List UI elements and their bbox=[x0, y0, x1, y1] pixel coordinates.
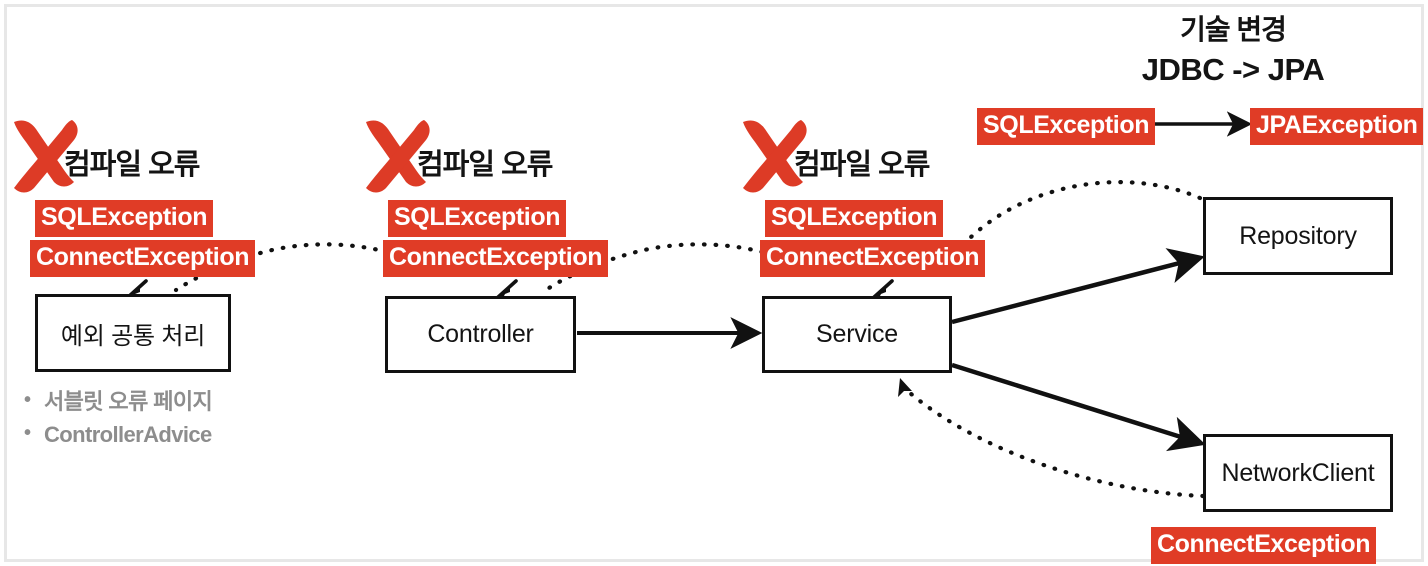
node-label: 예외 공통 처리 bbox=[60, 322, 206, 350]
node-label: Controller bbox=[427, 320, 534, 348]
chip-jpaexception-target: JPAException bbox=[1250, 108, 1424, 145]
tech-change-title-ko: 기술 변경 bbox=[1180, 14, 1287, 45]
chip-sqlexception-1: SQLException bbox=[35, 200, 214, 237]
compile-error-title-1: 컴파일 오류 bbox=[64, 149, 200, 181]
list-item: ControllerAdvice bbox=[24, 417, 212, 451]
chip-connectexception-3: ConnectException bbox=[760, 240, 986, 277]
node-controller[interactable]: Controller bbox=[385, 296, 576, 373]
node-service[interactable]: Service bbox=[762, 296, 952, 373]
node-network-client[interactable]: NetworkClient bbox=[1203, 434, 1393, 512]
chip-connectexception-2: ConnectException bbox=[383, 240, 609, 277]
node-label: Service bbox=[816, 320, 898, 348]
tech-change-title-en: JDBC -> JPA bbox=[1141, 52, 1325, 87]
list-item: 서블릿 오류 페이지 bbox=[24, 384, 213, 418]
compile-error-title-3: 컴파일 오류 bbox=[794, 149, 930, 181]
node-label: NetworkClient bbox=[1221, 458, 1375, 487]
chip-sqlexception-3: SQLException bbox=[765, 200, 944, 237]
compile-error-title-2: 컴파일 오류 bbox=[417, 149, 553, 181]
chip-sqlexception-2: SQLException bbox=[388, 200, 567, 237]
chip-connectexception-1: ConnectException bbox=[30, 240, 256, 277]
node-label: Repository bbox=[1239, 221, 1357, 250]
chip-connectexception-networkclient: ConnectException bbox=[1151, 527, 1377, 564]
handler-strategy-list: 서블릿 오류 페이지 ControllerAdvice bbox=[18, 384, 213, 451]
chip-sqlexception-source: SQLException bbox=[977, 108, 1156, 145]
node-repository[interactable]: Repository bbox=[1203, 197, 1393, 275]
node-common-exception-handler[interactable]: 예외 공통 처리 bbox=[35, 294, 231, 372]
